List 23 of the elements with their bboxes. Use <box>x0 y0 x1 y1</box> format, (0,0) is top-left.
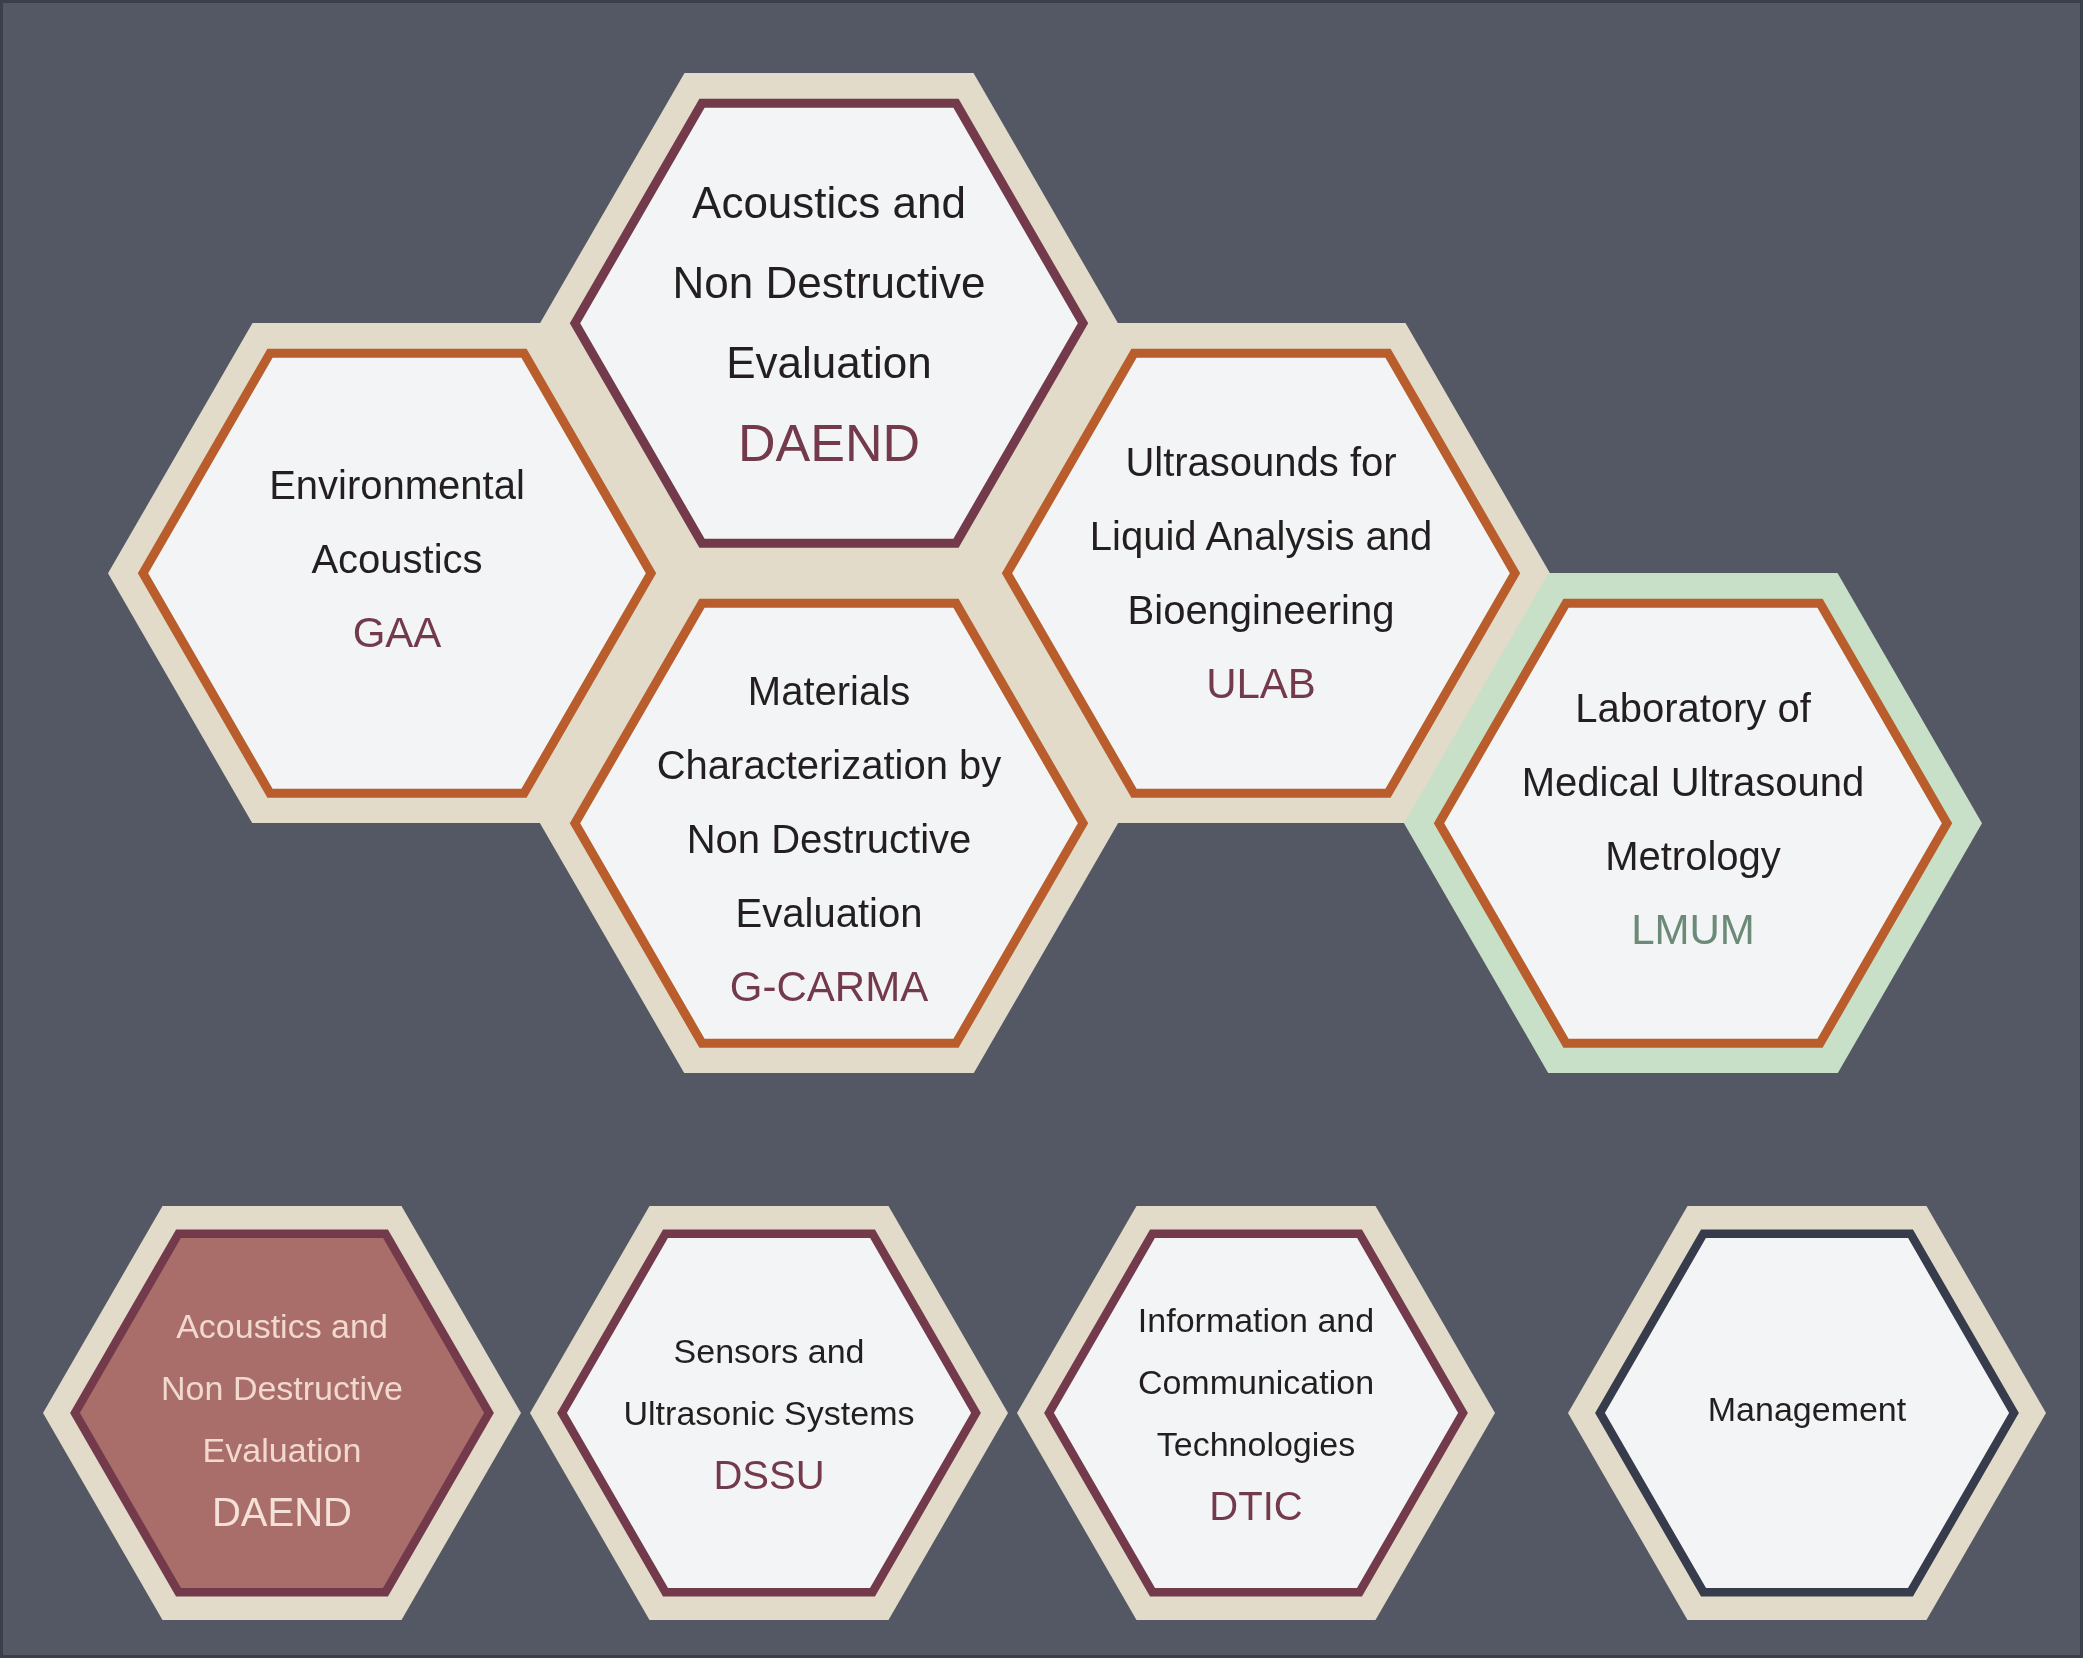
group-name: Management <box>1707 1389 1907 1430</box>
group-name: Ultrasounds for Liquid Analysis and Bioengineering <box>1088 439 1434 634</box>
hexagon-tile <box>43 1206 521 1620</box>
group-name: Materials Characterization by Non Destructive Evaluation <box>655 668 1003 937</box>
hexagon-tile <box>540 572 1118 1074</box>
group-acronym: DTIC <box>1209 1483 1303 1530</box>
hexagon-tile <box>530 1206 1008 1620</box>
group-acronym: DAEND <box>738 413 920 474</box>
hexagon-tile <box>1404 572 1982 1074</box>
group-name: Acoustics and Non Destructive Evaluation <box>671 177 987 389</box>
group-name: Acoustics and Non Destructive Evaluation <box>160 1306 404 1471</box>
group-acronym: DAEND <box>212 1489 352 1536</box>
group-name: Information and Communication Technologies <box>1136 1300 1376 1465</box>
hexagon-tile <box>1568 1206 2046 1620</box>
group-acronym: ULAB <box>1206 659 1316 709</box>
group-acronym: LMUM <box>1631 905 1755 955</box>
group-name: Environmental Acoustics <box>268 462 526 583</box>
group-acronym: GAA <box>352 608 442 658</box>
group-name: Laboratory of Medical Ultrasound Metrology <box>1520 685 1866 880</box>
group-name: Sensors and Ultrasonic Systems <box>622 1331 916 1434</box>
group-acronym: DSSU <box>713 1452 825 1499</box>
group-acronym: G-CARMA <box>729 962 929 1012</box>
hexagon-tile <box>1017 1206 1495 1620</box>
